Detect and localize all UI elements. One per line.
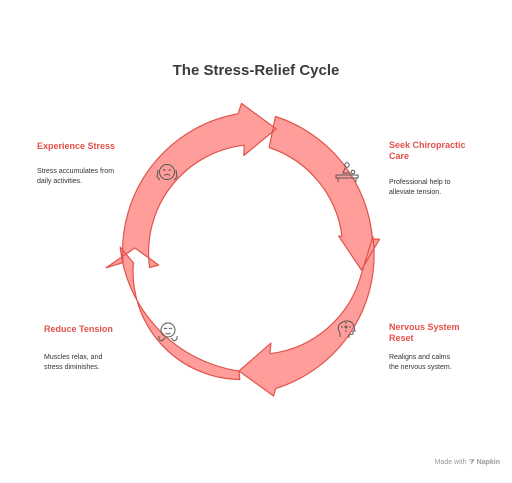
- step-reduce-title: Reduce Tension: [44, 324, 113, 334]
- cycle-ring: [105, 102, 381, 397]
- head-nerves-icon: [337, 320, 356, 338]
- cycle-ring-arrows: [105, 102, 381, 397]
- page-title: The Stress-Relief Cycle: [172, 62, 340, 79]
- napkin-logo-icon: ⧩: [468, 459, 475, 466]
- made-with-footer: Made with ⧩ Napkin: [434, 459, 500, 466]
- chiropractic-table-icon: [335, 162, 359, 182]
- step-experience-title: Experience Stress: [37, 141, 116, 151]
- brand-name: Napkin: [476, 459, 500, 466]
- stressed-face-icon: [156, 164, 178, 181]
- relaxed-face-icon: [158, 322, 178, 342]
